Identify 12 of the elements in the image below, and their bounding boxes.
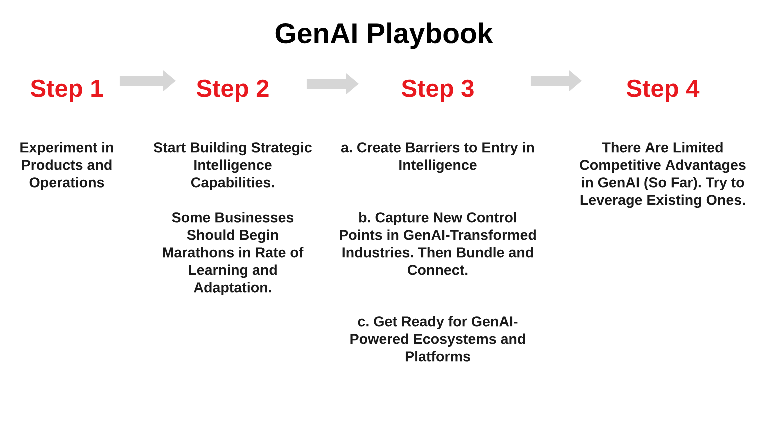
step-description: b. Capture New Control Points in GenAI-Transformed Industries. Then Bundle and Connect.	[340, 212, 536, 276]
step-description: a. Create Barriers to Entry in Intelligence	[341, 142, 534, 174]
step-label: Step 1	[30, 80, 104, 102]
step-description: c. Get Ready for GenAI-Powered Ecosystems and Platforms	[350, 316, 526, 362]
title: GenAI Playbook	[276, 22, 494, 50]
step-label: Step 4	[626, 80, 700, 102]
step-description: Experiment in Products and Operations	[20, 142, 114, 191]
step-description: Some Businesses Should Begin Marathons in Rate of Learning and Adaptation.	[163, 212, 304, 296]
step-label: Step 2	[196, 80, 269, 102]
step-description: There Are Limited Competitive Advantages in GenAI (So Far). Try to Leverage Existing Ones.	[580, 142, 746, 208]
step-label: Step 3	[402, 80, 474, 102]
step-description: Start Building Strategic Intelligence Capabilities.	[154, 142, 312, 191]
